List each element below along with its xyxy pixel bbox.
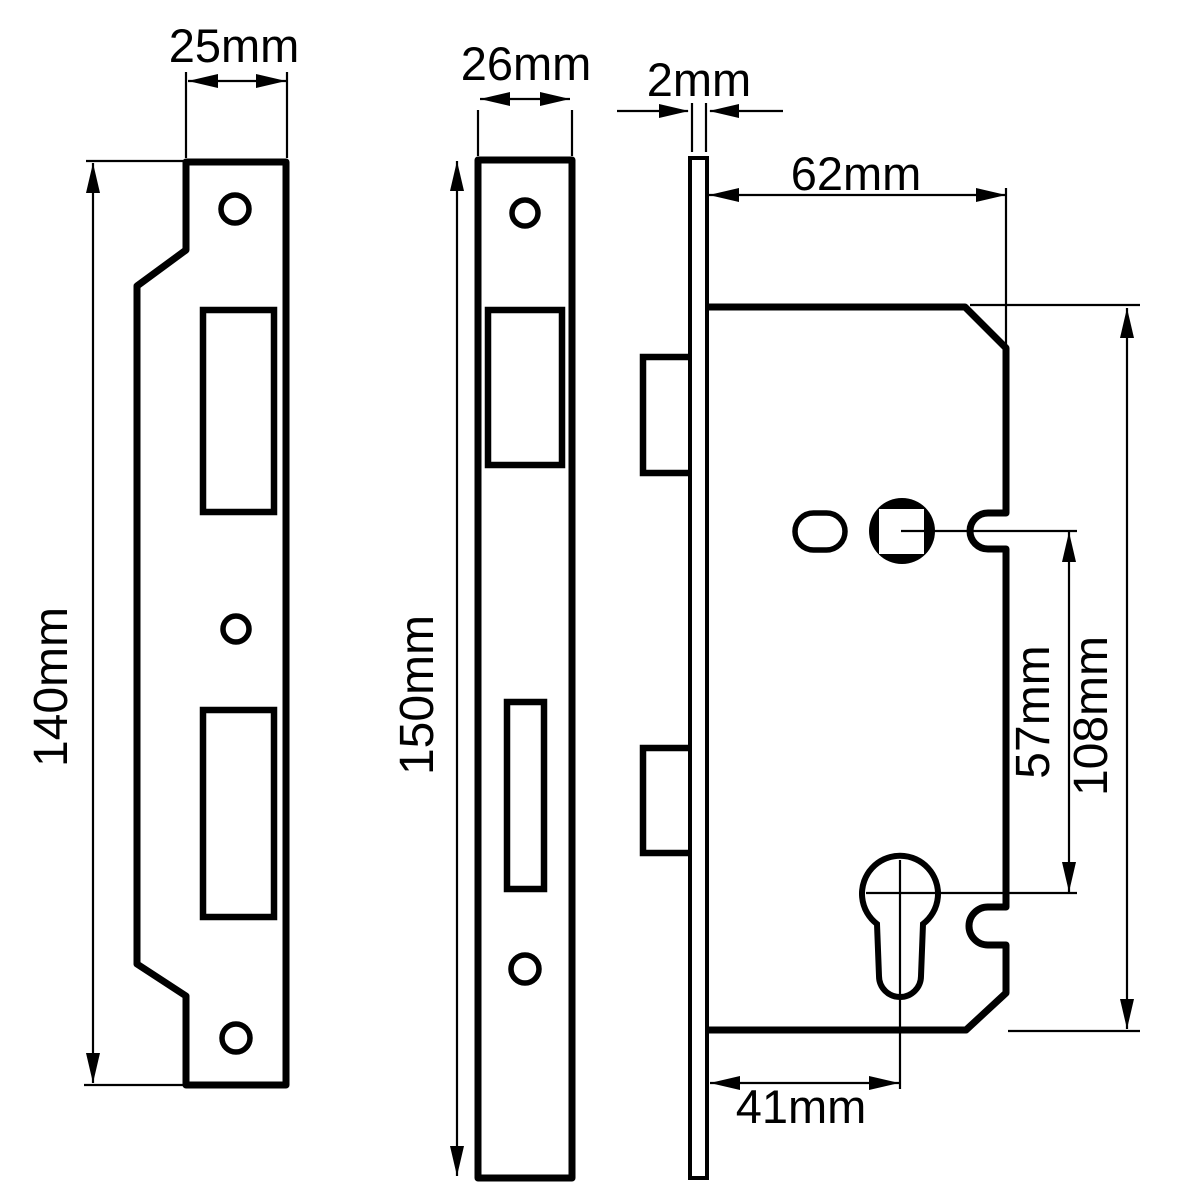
dimension-case-depth: 62mm (709, 147, 1008, 345)
arrowhead-left (709, 188, 739, 202)
arrowhead-down (1120, 999, 1134, 1029)
strike-height-label: 140mm (25, 607, 78, 767)
arrowhead-up (450, 161, 464, 191)
arrowhead-up (86, 163, 100, 193)
deadbolt (639, 744, 696, 857)
dimension-backset: 41mm (710, 1076, 899, 1133)
arrowhead-down (86, 1053, 100, 1083)
faceplate-deadbolt-cutout (503, 698, 548, 893)
lock-body-side-view (639, 156, 1077, 1180)
dimension-case-height: 108mm (970, 303, 1140, 1033)
dimension-spindle-to-cylinder: 57mm (1007, 532, 1076, 892)
spindle-to-cylinder-label: 57mm (1007, 645, 1060, 778)
strike-plate-screw-hole-middle (220, 613, 252, 645)
faceplate-screw-hole-top (509, 197, 541, 229)
arrowhead-up (1062, 532, 1076, 562)
strike-plate-outline (133, 158, 290, 1089)
arrowhead-right (976, 188, 1006, 202)
case-height-label: 108mm (1065, 636, 1118, 796)
faceplate-thickness-label: 2mm (647, 53, 751, 106)
strike-plate-screw-hole-bottom (219, 1021, 253, 1055)
latch-bolt (639, 353, 696, 477)
arrowhead-left (710, 1076, 740, 1090)
backset-label: 41mm (736, 1080, 867, 1133)
dimension-strike-height: 140mm (25, 159, 184, 1087)
faceplate-width-label: 26mm (461, 37, 592, 90)
arrowhead-right (659, 104, 689, 118)
strike-plate-screw-hole-top (218, 192, 252, 226)
faceplate-latch-cutout (484, 306, 566, 469)
faceplate-outline (474, 156, 576, 1182)
faceplate-height-label: 150mm (391, 615, 444, 775)
arrowhead-right (256, 74, 286, 88)
lock-case-outline (707, 303, 1010, 1034)
dimension-strike-width: 25mm (169, 19, 300, 158)
arrowhead-left (709, 104, 739, 118)
arrowhead-left (188, 74, 218, 88)
faceplate-edge-profile (688, 156, 709, 1180)
arrowhead-up (1120, 308, 1134, 338)
strike-plate-deadbolt-cutout (199, 706, 278, 921)
case-depth-label: 62mm (791, 147, 922, 200)
strike-width-label: 25mm (169, 19, 300, 72)
dimension-faceplate-height: 150mm (391, 161, 464, 1176)
strike-plate-front-view (133, 158, 290, 1089)
arrowhead-right (869, 1076, 899, 1090)
arrowhead-down (450, 1146, 464, 1176)
dimension-faceplate-width: 26mm (461, 37, 592, 156)
arrowhead-down (1062, 862, 1076, 892)
oval-hole (792, 510, 848, 553)
dimension-faceplate-thickness: 2mm (617, 53, 783, 152)
arrowhead-left (480, 92, 510, 106)
faceplate-front-view (474, 156, 576, 1182)
strike-plate-latch-cutout (199, 306, 278, 516)
arrowhead-right (540, 92, 570, 106)
faceplate-screw-hole-bottom (508, 952, 542, 986)
